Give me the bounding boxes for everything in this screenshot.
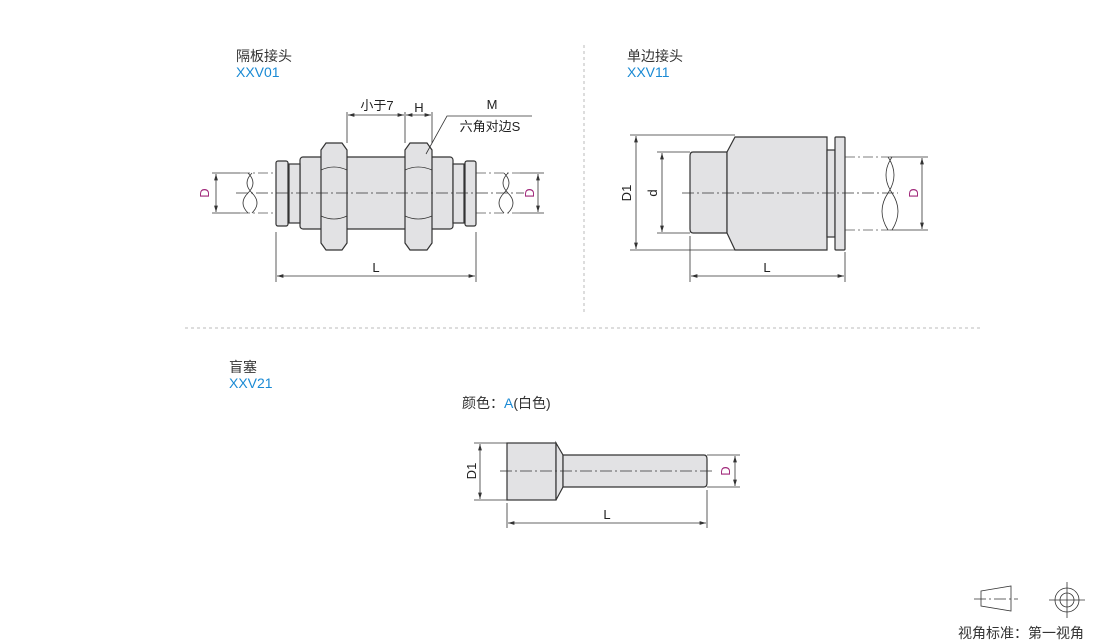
part-code-xxv01: XXV01 — [236, 64, 280, 80]
projection-label: 视角标准：第一视角 — [958, 625, 1084, 641]
dim-d1: D1 — [464, 463, 479, 480]
drawing-xxv11: D1 d D L — [619, 134, 928, 282]
part-code-xxv11: XXV11 — [627, 64, 670, 80]
dim-d-left: D — [197, 188, 212, 197]
dim-hex-s: 六角对边S — [460, 119, 521, 134]
dim-d: D — [906, 188, 921, 197]
drawing-xxv21: D1 D L — [464, 440, 740, 528]
first-angle-projection-icon — [974, 582, 1085, 618]
drawing-xxv01: D D L 小于7 H M 六角对边S — [197, 97, 544, 282]
dim-l: L — [372, 260, 379, 275]
dim-d-right: D — [522, 188, 537, 197]
color-name: (白色) — [513, 395, 551, 411]
color-code: A — [504, 395, 514, 411]
dim-m: M — [487, 97, 498, 112]
dim-l: L — [763, 260, 770, 275]
dim-gap: 小于7 — [360, 98, 393, 113]
part-code-xxv21: XXV21 — [229, 375, 273, 391]
dim-h: H — [414, 100, 423, 115]
section-title-xxv11: 单边接头 — [627, 48, 683, 64]
dim-d: D — [718, 466, 733, 475]
dim-l: L — [603, 507, 610, 522]
color-label: 颜色： — [462, 395, 504, 411]
section-title-xxv01: 隔板接头 — [236, 48, 292, 64]
dim-d1: D1 — [619, 185, 634, 202]
color-spec: 颜色：A(白色) — [462, 395, 551, 411]
section-title-xxv21: 盲塞 — [229, 359, 257, 375]
dim-small-d: d — [645, 189, 660, 196]
